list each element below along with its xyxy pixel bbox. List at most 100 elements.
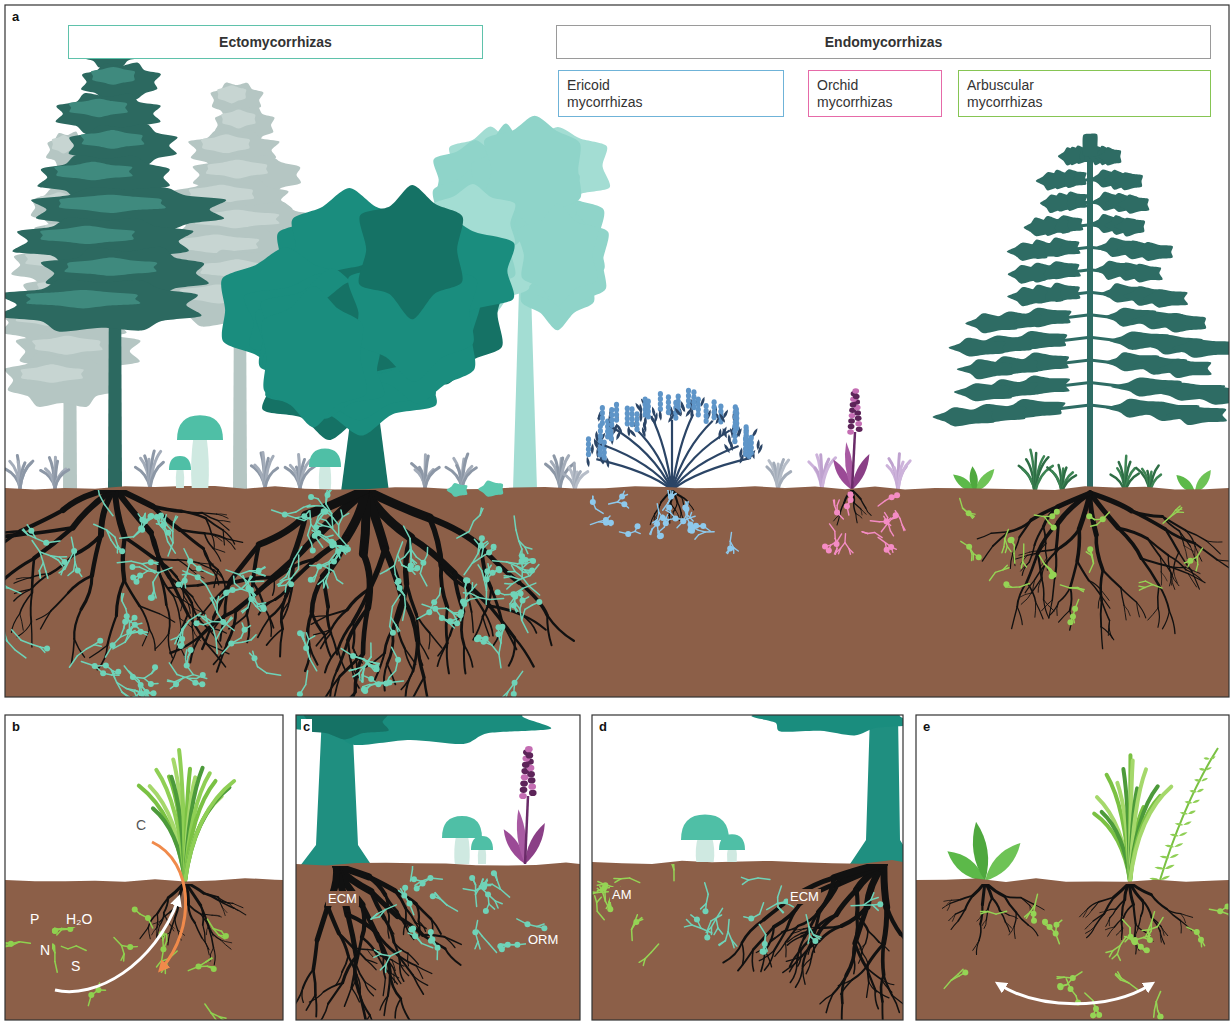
illustration-path xyxy=(285,515,296,518)
illustration-ellipse xyxy=(749,435,754,441)
illustration-path xyxy=(881,525,886,532)
illustration-path xyxy=(483,543,488,548)
illustration-path xyxy=(616,424,622,433)
illustration-path xyxy=(259,568,265,571)
illustration-path xyxy=(58,560,62,566)
illustration-circle xyxy=(178,643,184,649)
illustration-path xyxy=(1089,580,1101,595)
illustration-path xyxy=(185,650,187,657)
illustration-path xyxy=(227,617,231,623)
illustration-path xyxy=(128,623,130,632)
illustration-path xyxy=(469,521,473,531)
illustration-path xyxy=(11,614,19,633)
illustration-path xyxy=(140,631,147,633)
illustration-path xyxy=(891,518,897,520)
illustration-path xyxy=(434,595,439,602)
illustration-path xyxy=(1058,493,1090,507)
illustration-path xyxy=(195,683,202,685)
illustration-path xyxy=(1133,242,1173,261)
illustration-path xyxy=(213,598,217,604)
illustration-path xyxy=(478,480,503,496)
illustration-path xyxy=(316,567,319,575)
illustration-path xyxy=(318,580,324,585)
illustration-circle xyxy=(200,672,206,678)
illustration-path xyxy=(480,509,483,516)
illustration-ellipse xyxy=(629,406,634,412)
illustration-path xyxy=(575,472,588,490)
illustration-path xyxy=(206,160,268,179)
illustration-path xyxy=(225,581,230,613)
illustration-path xyxy=(169,663,177,675)
illustration-path xyxy=(142,692,145,697)
illustration-path xyxy=(698,530,705,532)
illustration-path xyxy=(380,571,386,574)
illustration-path xyxy=(900,518,902,525)
illustration-path xyxy=(1159,359,1212,378)
illustration-path xyxy=(175,678,183,682)
illustration-path xyxy=(68,571,74,576)
illustration-path xyxy=(933,407,995,426)
illustration-path xyxy=(365,657,371,666)
illustration-path xyxy=(446,608,447,644)
illustration-circle xyxy=(148,513,154,519)
illustration-path xyxy=(675,408,682,417)
illustration-path xyxy=(40,226,135,244)
illustration-path xyxy=(292,515,305,558)
illustration-path xyxy=(1195,547,1202,562)
illustration-path xyxy=(202,617,208,622)
illustration-path xyxy=(520,609,522,620)
illustration-path xyxy=(1087,145,1093,493)
illustration-path xyxy=(149,569,156,571)
illustration-path xyxy=(332,527,339,536)
illustration-circle xyxy=(408,563,414,569)
illustration-path xyxy=(14,578,31,583)
illustration-path xyxy=(663,515,666,520)
illustration-path xyxy=(323,538,346,576)
illustration-path xyxy=(1116,195,1149,214)
illustration-path xyxy=(113,671,120,673)
illustration-path xyxy=(141,632,147,635)
illustration-path xyxy=(310,659,317,671)
illustration-path xyxy=(1170,572,1171,585)
illustration-circle xyxy=(495,589,501,595)
illustration-path xyxy=(202,617,214,649)
illustration-circle xyxy=(158,512,164,518)
illustration-path xyxy=(965,313,1019,333)
illustration-path xyxy=(199,563,214,564)
illustration-path xyxy=(336,692,355,697)
illustration-path xyxy=(5,279,202,332)
illustration-path xyxy=(46,571,48,578)
illustration-path xyxy=(359,673,360,680)
illustration-ellipse xyxy=(855,416,862,421)
illustration-path xyxy=(592,496,593,502)
illustration-path xyxy=(1096,535,1103,570)
illustration-path xyxy=(1161,572,1162,585)
illustration-path xyxy=(1125,264,1163,283)
illustration-path xyxy=(654,412,657,423)
illustration-path xyxy=(522,597,528,601)
illustration-circle xyxy=(518,591,524,597)
illustration-ellipse xyxy=(614,402,619,408)
illustration-path xyxy=(326,520,332,527)
illustration-path xyxy=(216,604,218,613)
illustration-path xyxy=(606,457,609,468)
illustration-path xyxy=(657,504,659,513)
illustration-circle xyxy=(260,604,266,610)
illustration-path xyxy=(292,569,299,578)
illustration-path xyxy=(306,633,308,640)
illustration-path xyxy=(696,525,703,527)
illustration-path xyxy=(492,645,499,654)
illustration-path xyxy=(504,576,511,577)
illustration-path xyxy=(1206,541,1220,554)
illustration-path xyxy=(245,626,251,630)
illustration-path xyxy=(339,517,343,525)
illustration-path xyxy=(309,636,315,640)
illustration-path xyxy=(188,677,197,679)
illustration-path xyxy=(1179,531,1190,546)
illustration-circle xyxy=(826,548,832,554)
illustration-path xyxy=(677,502,681,513)
illustration-path xyxy=(970,466,978,492)
illustration-path xyxy=(349,669,356,671)
illustration-path xyxy=(1034,602,1036,617)
illustration-path xyxy=(861,509,866,515)
